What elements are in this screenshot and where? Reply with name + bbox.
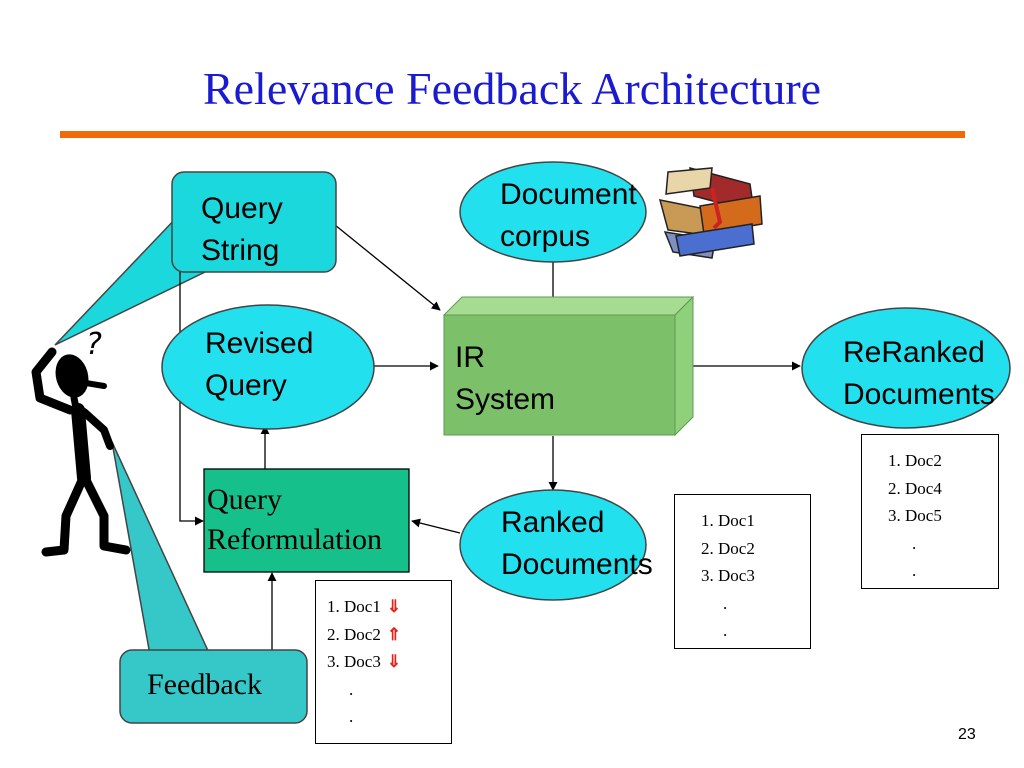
list-item: 2. Doc4 xyxy=(888,478,942,498)
reranked-documents-ellipse xyxy=(801,307,1011,429)
list-item: 3. Doc3⇓ xyxy=(327,652,402,671)
ir-system-label: IR System xyxy=(455,341,556,416)
page-number: 23 xyxy=(958,726,976,743)
list-item: 2. Doc2 xyxy=(701,538,755,558)
reranked-documents-label: ReRanked Documents xyxy=(843,336,995,411)
thinking-person-icon xyxy=(31,347,131,557)
list-item: . xyxy=(349,707,354,726)
ranked-doc-list: 1. Doc1 2. Doc2 3. Doc3 . . xyxy=(674,494,811,649)
query-reformulation-box xyxy=(203,468,410,573)
books-icon xyxy=(658,166,763,259)
document-corpus-label: Document corpus xyxy=(500,178,637,253)
list-item: 1. Doc1⇓ xyxy=(327,597,402,616)
list-item: . xyxy=(912,561,917,580)
revised-query-ellipse xyxy=(161,304,375,430)
connector-query-to-ir xyxy=(334,224,441,311)
list-item: . xyxy=(723,621,728,640)
connector-ranked-to-reformulation xyxy=(411,518,461,534)
question-mark: ? xyxy=(86,327,102,362)
reranked-doc-list: 1. Doc2 2. Doc4 3. Doc5 . . xyxy=(861,434,999,589)
feedback-doc-list: 1. Doc1⇓ 2. Doc2⇑ 3. Doc3⇓ . . xyxy=(315,580,452,744)
list-item: . xyxy=(349,679,354,699)
list-item: 3. Doc3 xyxy=(701,566,755,585)
query-string-box xyxy=(171,171,337,273)
page-title: Relevance Feedback Architecture xyxy=(202,63,822,114)
up-arrow-icon: ⇑ xyxy=(386,624,402,644)
feedback-label: Feedback xyxy=(147,668,262,701)
query-string-label: Query String xyxy=(201,192,283,267)
list-item: . xyxy=(912,533,917,553)
revised-query-label: Revised Query xyxy=(205,327,314,402)
ir-system-box xyxy=(442,295,695,437)
ranked-documents-label: Ranked Documents xyxy=(501,506,653,581)
list-item: . xyxy=(723,593,728,613)
document-corpus-ellipse xyxy=(459,161,647,263)
list-item: 3. Doc5 xyxy=(888,506,942,525)
down-arrow-icon: ⇓ xyxy=(386,652,402,671)
list-item: 1. Doc2 xyxy=(888,451,942,470)
list-item: 2. Doc2⇑ xyxy=(327,624,402,644)
down-arrow-icon: ⇓ xyxy=(386,597,402,616)
feedback-box xyxy=(119,649,308,724)
ranked-documents-ellipse xyxy=(459,489,647,601)
list-item: 1. Doc1 xyxy=(701,511,755,530)
title-underline xyxy=(60,131,965,138)
query-reformulation-label: Query Reformulation xyxy=(207,483,382,556)
